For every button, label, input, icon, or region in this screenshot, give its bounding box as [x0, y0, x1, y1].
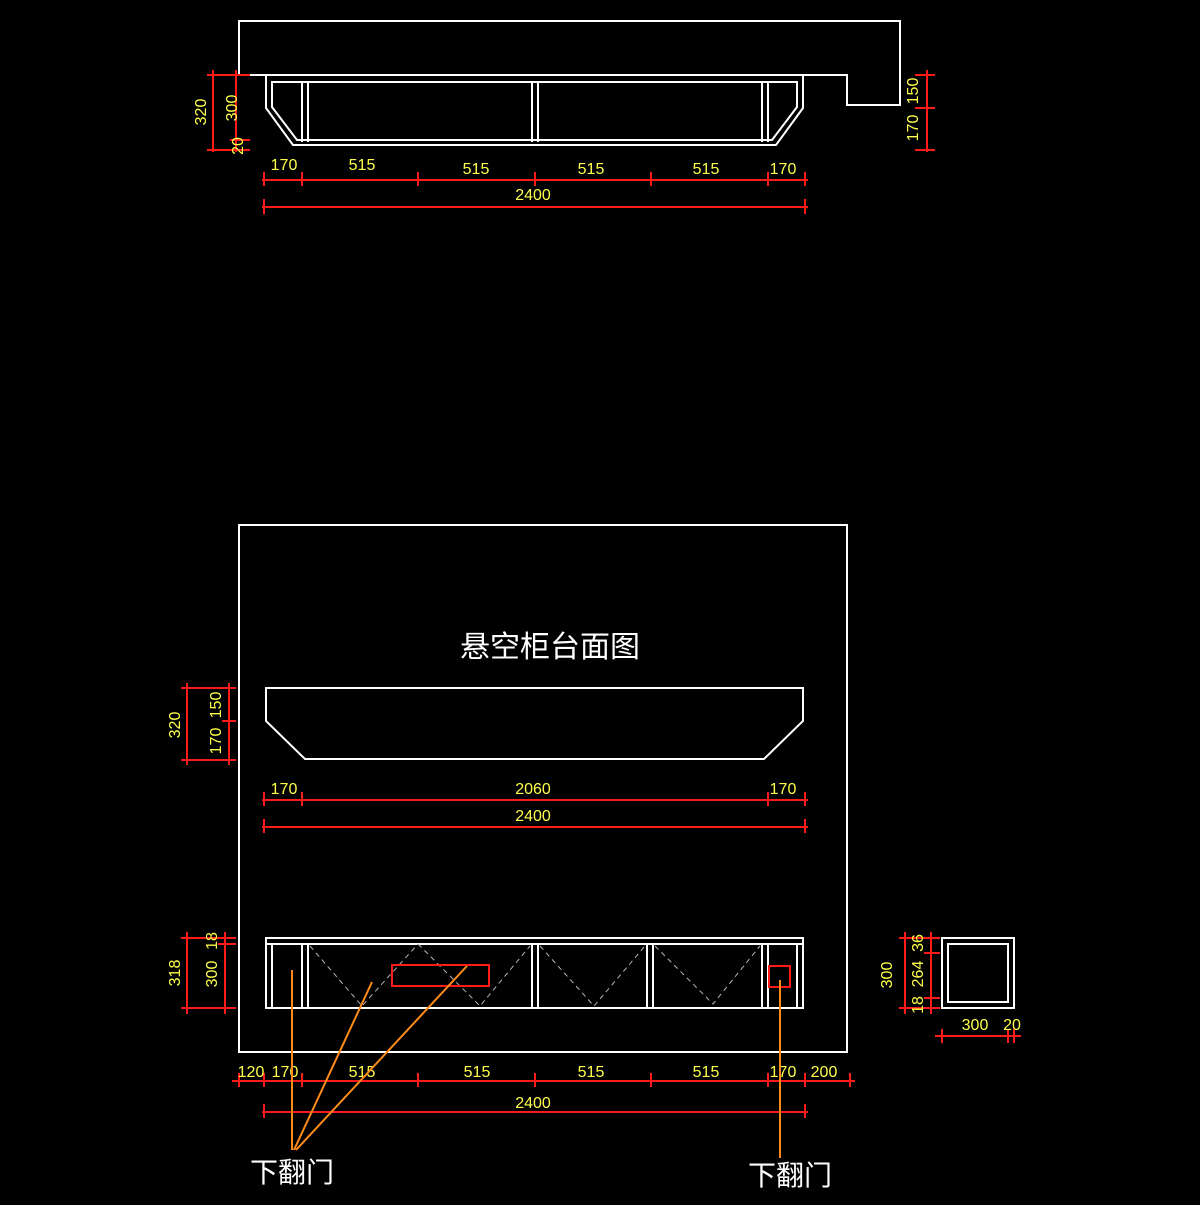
dim-label: 18 — [910, 996, 927, 1014]
side-outer — [941, 937, 1015, 1009]
ceiling-outline — [238, 20, 901, 106]
dim-label: 20 — [230, 137, 247, 155]
dim-label: 515 — [693, 1064, 720, 1081]
dim-label: 515 — [349, 1064, 376, 1081]
dim-label: 300 — [204, 961, 221, 988]
dim-label: 300 — [879, 962, 896, 989]
door-label: 下翻门 — [250, 1156, 334, 1189]
dim-label: 170 — [272, 1064, 299, 1081]
dim-label: 515 — [464, 1064, 491, 1081]
drawing-title: 悬空柜台面图 — [460, 630, 640, 665]
cabinet-inner — [271, 81, 798, 141]
top-dims-row: 170 515 515 515 515 170 2400 — [262, 157, 808, 214]
front-dims-left: 318 18 300 — [167, 932, 236, 1014]
plan-dims-row: 170 2060 170 2400 — [262, 781, 808, 833]
side-section-view: 300 36 264 18 300 20 — [879, 932, 1021, 1043]
dim-label: 2400 — [515, 808, 551, 825]
side-dims-left: 300 36 264 18 — [879, 932, 940, 1014]
dim-label: 320 — [193, 99, 210, 126]
front-elevation-view: 318 18 300 120 170 515 515 515 515 170 2… — [167, 932, 855, 1192]
top-dims-right: 150 170 — [905, 70, 935, 152]
dim-label: 170 — [770, 1064, 797, 1081]
dim-label: 18 — [204, 932, 221, 950]
dim-label: 320 — [167, 712, 184, 739]
dim-label: 515 — [463, 161, 490, 178]
dim-label: 150 — [208, 692, 225, 719]
dim-label: 2400 — [515, 187, 551, 204]
wall-frame — [238, 524, 848, 1053]
front-dims-row: 120 170 515 515 515 515 170 200 2400 — [232, 1064, 855, 1118]
dim-label: 2060 — [515, 781, 551, 798]
handle-marker — [391, 964, 490, 987]
dim-label: 170 — [271, 157, 298, 174]
dim-label: 318 — [167, 960, 184, 987]
dim-label: 170 — [905, 115, 922, 142]
side-inner — [947, 943, 1009, 1003]
cabinet-outer — [265, 74, 804, 146]
door-swing-lines — [309, 943, 761, 1007]
dim-label: 170 — [770, 781, 797, 798]
dim-label: 515 — [693, 161, 720, 178]
door-label: 下翻门 — [748, 1159, 832, 1192]
plan-view: 320 150 170 170 2060 170 2400 — [167, 683, 808, 833]
top-dims-left: 320 300 20 — [193, 70, 250, 155]
top-elevation-view: 320 300 20 150 170 170 515 515 515 — [193, 20, 935, 214]
dim-label: 515 — [578, 161, 605, 178]
dim-label: 170 — [770, 161, 797, 178]
dim-label: 170 — [271, 781, 298, 798]
plan-dims-left: 320 150 170 — [167, 683, 236, 765]
dim-label: 150 — [905, 78, 922, 105]
dim-label: 2400 — [515, 1095, 551, 1112]
dim-label: 200 — [811, 1064, 838, 1081]
side-dims-bottom: 300 20 — [935, 1017, 1021, 1043]
dim-label: 515 — [578, 1064, 605, 1081]
cabinet-body — [265, 937, 804, 1009]
dim-label: 300 — [962, 1017, 989, 1034]
dim-label: 120 — [238, 1064, 265, 1081]
dim-label: 300 — [224, 95, 241, 122]
dim-label: 20 — [1003, 1017, 1021, 1034]
dim-label: 170 — [208, 728, 225, 755]
countertop-outline — [265, 687, 804, 760]
dim-label: 36 — [910, 934, 927, 952]
dim-label: 515 — [349, 157, 376, 174]
dim-label: 264 — [910, 961, 927, 988]
leader-lines — [291, 965, 781, 1158]
